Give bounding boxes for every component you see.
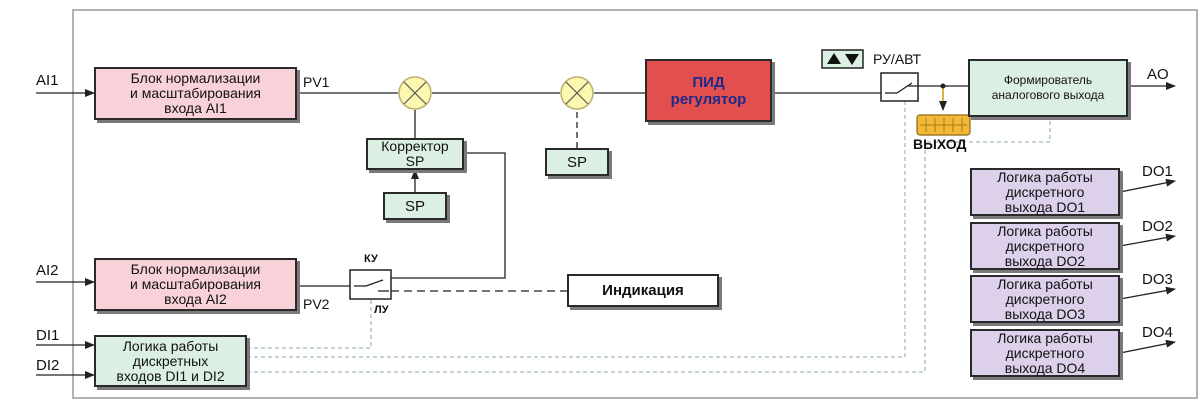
input-label-ai2: AI2 [36, 262, 59, 279]
di-logic-text: Логика работы дискретных входов DI1 и DI… [116, 337, 225, 384]
normalization-block-ai1-text: Блок нормализации и масштабирования вход… [129, 70, 261, 116]
normalization-block-ai2-text: Блок нормализации и масштабирования вход… [129, 261, 261, 307]
corrector-to-switch-line [391, 152, 506, 279]
ku-lu-switch[interactable] [349, 269, 392, 300]
do3-logic-text: Логика работы дискретного выхода DO3 [997, 275, 1093, 322]
di-logic-block: Логика работы дискретных входов DI1 и DI… [94, 335, 247, 387]
arrow-up-icon [827, 53, 841, 64]
normalization-block-ai1: Блок нормализации и масштабирования вход… [94, 67, 297, 120]
sp-block-bottom: SP [383, 192, 447, 220]
ru-avt-label: РУ/АВТ [873, 51, 922, 67]
indication-block: Индикация [567, 274, 719, 307]
junction-dot [940, 83, 946, 89]
up-down-button[interactable] [821, 49, 864, 69]
do2-output-arrow [1119, 233, 1176, 247]
pv1-label: PV1 [303, 74, 330, 90]
output-indicator [916, 114, 971, 136]
sp-right-text: SP [566, 153, 587, 171]
do1-output-arrow [1119, 178, 1176, 193]
do1-logic-text: Логика работы дискретного выхода DO1 [997, 168, 1093, 215]
di-to-former-dashed [247, 117, 1051, 373]
output-label-ao: AO [1147, 66, 1169, 83]
do1-logic-block: Логика работы дискретного выхода DO1 [970, 168, 1120, 216]
output-label-do3: DO3 [1142, 271, 1173, 288]
do2-logic-text: Логика работы дискретного выхода DO2 [997, 222, 1093, 269]
indication-text: Индикация [602, 282, 684, 299]
do3-output-arrow [1119, 286, 1176, 300]
ru-avt-switch[interactable] [880, 72, 919, 102]
lu-label: ЛУ [374, 304, 389, 316]
pid-controller-text: ПИД регулятор [670, 73, 747, 108]
do3-logic-block: Логика работы дискретного выхода DO3 [970, 275, 1120, 323]
summing-junction-2 [560, 76, 594, 110]
do2-logic-block: Логика работы дискретного выхода DO2 [970, 222, 1120, 270]
sp-block-right: SP [545, 148, 609, 176]
arrow-down-icon [845, 54, 859, 65]
pv2-label: PV2 [303, 296, 330, 312]
output-label-do4: DO4 [1142, 324, 1173, 341]
input-label-ai1: AI1 [36, 72, 59, 89]
pid-controller-block: ПИД регулятор [645, 59, 772, 122]
output-label-do1: DO1 [1142, 163, 1173, 180]
ku-label: КУ [364, 253, 378, 265]
input-label-di2: DI2 [36, 357, 60, 374]
di-to-ru-avt-dashed [247, 101, 906, 358]
output-label-do2: DO2 [1142, 218, 1173, 235]
normalization-block-ai2: Блок нормализации и масштабирования вход… [94, 258, 297, 311]
output-indicator-label: ВЫХОД [913, 136, 967, 152]
analog-output-former-block: Формирователь аналогового выхода [968, 59, 1128, 117]
analog-output-former-text: Формирователь аналогового выхода [991, 73, 1105, 102]
summing-junction-1 [398, 76, 432, 110]
do4-logic-text: Логика работы дискретного выхода DO4 [997, 329, 1093, 376]
sp-bottom-text: SP [404, 197, 425, 215]
do4-logic-block: Логика работы дискретного выхода DO4 [970, 329, 1120, 377]
sp-corrector-block: Корректор SP [366, 138, 464, 170]
di-to-switch2-dashed [247, 299, 372, 349]
do4-output-arrow [1119, 339, 1176, 354]
sp-corrector-text: Корректор SP [381, 138, 449, 169]
input-label-di1: DI1 [36, 327, 60, 344]
